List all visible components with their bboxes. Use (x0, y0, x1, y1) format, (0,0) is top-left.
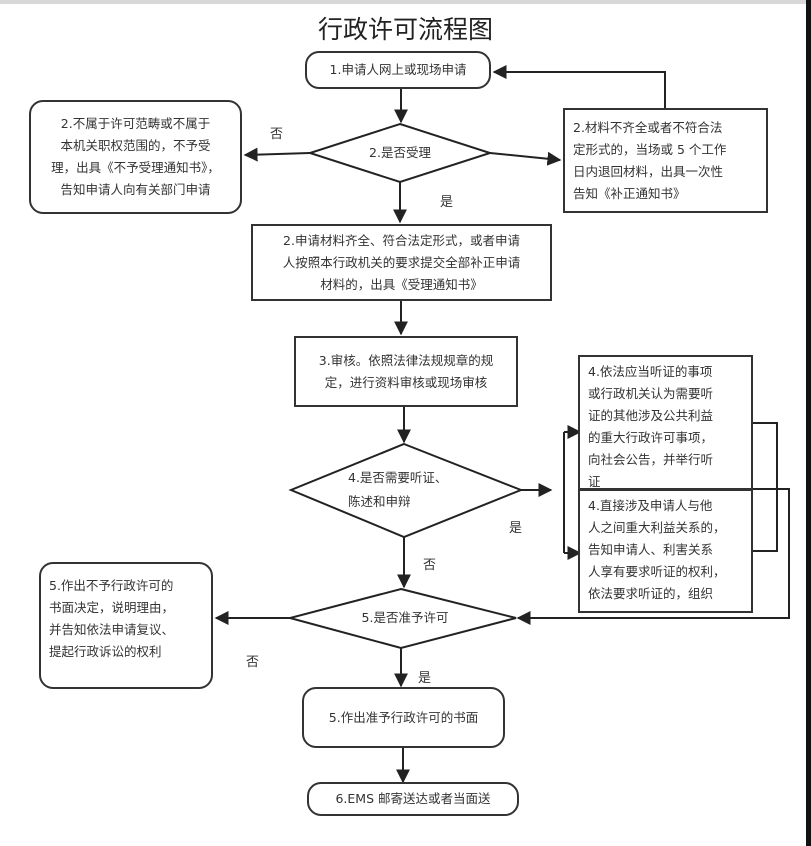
deny-permit-line: 提起行政诉讼的权利 (49, 643, 162, 659)
top-border (0, 0, 811, 4)
party-hearing-line: 人之间重大利益关系的， (588, 520, 726, 535)
right-border (806, 0, 811, 846)
public-hearing-line: 4.依法应当听证的事项 (588, 364, 713, 379)
diagram-title: 行政许可流程图 (317, 15, 493, 44)
incomplete-line: 日内退回材料，出具一次性 (573, 163, 724, 179)
reject-scope-line: 告知申请人向有关部门申请 (60, 182, 211, 197)
incomplete-line: 告知《补正通知书》 (573, 185, 686, 201)
node-reject-scope: 2.不属于许可范畴或不属于 本机关职权范围的，不予受 理，出具《不予受理通知书》… (29, 100, 242, 214)
public-hearing-line: 或行政机关认为需要听 (588, 386, 714, 401)
review-line: 定，进行资料审核或现场审核 (324, 374, 488, 390)
edge-label-accept-yes: 是 (440, 195, 454, 210)
node-review: 3.审核。依照法律法规规章的规 定，进行资料审核或现场审核 (294, 336, 518, 407)
edge-label-hearing-no: 否 (423, 558, 437, 573)
incomplete-line: 2.材料不齐全或者不符合法 (573, 119, 723, 135)
arrow-accept-no (243, 147, 311, 162)
reject-scope-line: 理，出具《不予受理通知书》， (51, 160, 220, 175)
reject-scope-line: 本机关职权范围的，不予受 (60, 138, 211, 153)
decision-grant-text: 5.是否准予许可 (361, 610, 449, 625)
party-hearing-line: 告知申请人、利害关系 (588, 542, 714, 557)
incomplete-line: 定形式的，当场或 5 个工作 (573, 141, 727, 157)
node-apply: 1.申请人网上或现场申请 (305, 51, 491, 89)
node-accepted: 2.申请材料齐全、符合法定形式，或者申请 人按照本行政机关的要求提交全部补正申请… (251, 224, 552, 301)
node-apply-text: 1.申请人网上或现场申请 (329, 62, 467, 77)
decision-hearing-text: 4.是否需要听证、 陈述和申辩 (348, 466, 458, 514)
edge-label-grant-yes: 是 (418, 671, 432, 686)
party-hearing-line: 4.直接涉及申请人与他 (588, 498, 713, 513)
node-grant-permit: 5.作出准予行政许可的书面 (302, 687, 505, 748)
deny-permit-line: 并告知依法申请复议、 (49, 621, 175, 637)
decision-accept-text: 2.是否受理 (369, 145, 431, 160)
deny-permit-line: 5.作出不予行政许可的 (49, 577, 174, 593)
review-line: 3.审核。依照法律法规规章的规 (318, 352, 494, 368)
public-hearing-line: 向社会公告，并举行听 (588, 452, 714, 467)
edge-label-grant-no: 否 (246, 655, 260, 670)
arrow-accept-incomplete (489, 151, 562, 166)
public-hearing-line: 的重大行政许可事项， (588, 430, 714, 445)
decision-hearing-line: 4.是否需要听证、 (348, 470, 448, 485)
accepted-line: 2.申请材料齐全、符合法定形式，或者申请 (283, 232, 520, 248)
connector-public-hearing-out (752, 422, 778, 552)
edge-label-hearing-yes: 是 (509, 521, 523, 536)
public-hearing-line: 证的其他涉及公共利益 (588, 408, 714, 423)
public-hearing-line: 证 (588, 474, 601, 489)
grant-permit-text: 5.作出准予行政许可的书面 (328, 709, 479, 725)
node-party-hearing: 4.直接涉及申请人与他 人之间重大利益关系的， 告知申请人、利害关系 人享有要求… (578, 489, 753, 613)
accepted-line: 材料的，出具《受理通知书》 (320, 276, 483, 292)
party-hearing-line: 人享有要求听证的权利， (588, 564, 726, 579)
node-deny-permit: 5.作出不予行政许可的 书面决定，说明理由， 并告知依法申请复议、 提起行政诉讼… (39, 562, 213, 689)
node-public-hearing: 4.依法应当听证的事项 或行政机关认为需要听 证的其他涉及公共利益 的重大行政许… (578, 355, 753, 490)
accepted-line: 人按照本行政机关的要求提交全部补正申请 (282, 254, 521, 270)
edge-label-accept-no: 否 (270, 127, 284, 142)
node-delivery: 6.EMS 邮寄送达或者当面送 (307, 782, 519, 816)
deny-permit-line: 书面决定，说明理由， (49, 599, 175, 615)
node-incomplete: 2.材料不齐全或者不符合法 定形式的，当场或 5 个工作 日内退回材料，出具一次… (563, 108, 768, 213)
reject-scope-line: 2.不属于许可范畴或不属于 (60, 116, 211, 131)
party-hearing-line: 依法要求听证的，组织 (588, 586, 714, 601)
decision-hearing-line: 陈述和申辩 (348, 494, 411, 509)
delivery-text: 6.EMS 邮寄送达或者当面送 (335, 791, 491, 806)
arrow-incomplete-to-apply (492, 65, 666, 108)
arrow-party-hearing-to-grant (516, 488, 790, 625)
